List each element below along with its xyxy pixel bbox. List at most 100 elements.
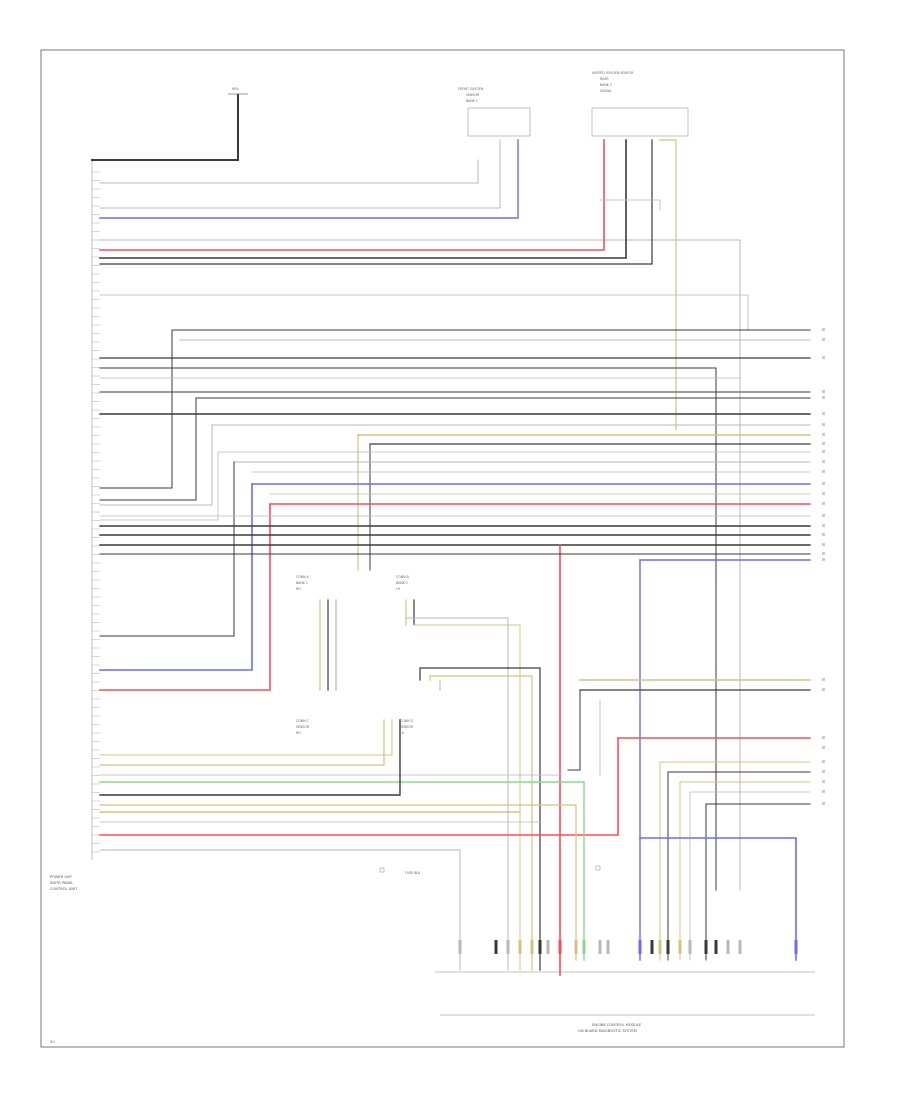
bottom-pin <box>714 940 718 954</box>
wire-yellow-top <box>659 139 677 431</box>
top-connector-a-line1: FRONT OXYGEN <box>458 87 484 91</box>
bottom-pin <box>688 940 692 954</box>
mid-connector-b-line3: LH <box>396 587 401 591</box>
right-terminal <box>822 558 825 561</box>
right-terminal <box>822 390 825 393</box>
bottom-pin <box>678 940 682 954</box>
bottom-pin <box>658 940 662 954</box>
bottom-pin <box>794 940 798 954</box>
wire-k690-down <box>567 689 581 771</box>
right-terminal <box>822 482 825 485</box>
wire-y805 <box>99 804 577 961</box>
right-terminal <box>822 450 825 453</box>
right-terminal <box>822 338 825 341</box>
bottom-pin <box>574 940 578 954</box>
mid-connector-b-line1: CONN B <box>396 575 409 579</box>
top-connector-a: FRONT OXYGEN SENSOR BANK 1 <box>458 87 531 137</box>
right-terminal <box>822 433 825 436</box>
mid-connector-a: CONN A BANK 1 RH <box>296 575 310 591</box>
wire-red690 <box>99 503 271 691</box>
wire-l636 <box>99 461 235 637</box>
left-module-pins <box>91 160 100 860</box>
bottom-pin <box>530 940 534 954</box>
fuse-block: FUSE BLK <box>379 865 601 875</box>
right-terminal <box>822 688 825 691</box>
wire-green782 <box>99 781 585 961</box>
right-terminal <box>822 460 825 463</box>
top-connector-b-line3: BANK 2 <box>600 83 612 87</box>
bottom-pin <box>638 940 642 954</box>
mid-connector-c-line2: SENSOR <box>296 725 310 729</box>
mid-connector-d: CONN D SENSOR LH <box>400 719 414 735</box>
right-terminal <box>822 396 825 399</box>
right-terminal <box>822 502 825 505</box>
right-terminal <box>822 328 825 331</box>
mid-connector-a-line2: BANK 1 <box>296 581 308 585</box>
bottom-pin <box>606 940 610 954</box>
mid-connector-a-line3: RH <box>296 587 301 591</box>
right-terminal <box>822 514 825 517</box>
ground-label: HEA <box>232 87 239 91</box>
right-terminal <box>822 356 825 359</box>
top-connector-b-line2: REAR <box>600 77 609 81</box>
right-terminal <box>822 552 825 555</box>
top-connector-a-line2: SENSOR <box>466 93 480 97</box>
bottom-pin <box>494 940 498 954</box>
mid-connector-c: CONN C SENSOR RH <box>296 719 310 735</box>
wire-k795 <box>99 719 401 796</box>
wire-b670 <box>99 483 253 671</box>
wire-blue-top <box>99 139 519 219</box>
right-terminal <box>822 746 825 749</box>
wire-l505 <box>99 424 213 506</box>
wire-gray-long <box>99 239 741 891</box>
right-terminal <box>822 470 825 473</box>
bottom-pin <box>518 940 522 954</box>
bottom-pin <box>738 940 742 954</box>
top-connector-b: HEATED OXYGEN SENSOR REAR BANK 2 SIGNAL <box>591 71 689 137</box>
left-module-caption-line3: CONTROL UNIT <box>50 887 78 891</box>
mid-connector-c-line3: RH <box>296 731 301 735</box>
right-terminal <box>822 802 825 805</box>
right-terminal <box>822 780 825 783</box>
fuse-block-label: FUSE BLK <box>405 871 421 875</box>
bottom-pin <box>666 940 670 954</box>
bottom-pin <box>506 940 510 954</box>
left-module-caption: POWER SUP INSTR PANEL CONTROL UNIT <box>50 875 78 891</box>
wire-top-a1 <box>99 159 479 184</box>
bottom-pin <box>546 940 550 954</box>
wire-gray-295 <box>99 294 749 331</box>
wire-mid-y520 <box>413 624 521 971</box>
wire-y755 <box>99 719 393 756</box>
diagram-frame <box>40 49 845 1048</box>
wire-black-top-2 <box>99 139 653 265</box>
bottom-module-caption-line1: ENGINE CONTROL MODULE <box>592 1023 642 1027</box>
bottom-pins <box>458 940 798 954</box>
right-terminal <box>822 492 825 495</box>
mid-connector-b-line2: BANK 2 <box>396 581 408 585</box>
right-terminal <box>822 533 825 536</box>
ground-symbol: HEA <box>228 87 248 160</box>
mid-connector-d-line2: SENSOR <box>400 725 414 729</box>
left-module-caption-line1: POWER SUP <box>50 875 72 879</box>
bottom-pin <box>538 940 542 954</box>
right-terminal <box>822 736 825 739</box>
bottom-pin <box>582 940 586 954</box>
top-connector-b-line1: HEATED OXYGEN SENSOR <box>592 71 634 75</box>
wire-black-top-1 <box>99 139 627 259</box>
wire-y765 <box>99 719 385 766</box>
top-connector-a-line3: BANK 1 <box>466 99 478 103</box>
wire-vert-716 <box>99 367 717 891</box>
wire-l500 <box>99 397 197 501</box>
wire-red-top <box>99 139 605 251</box>
bottom-pin <box>458 940 462 954</box>
wire-stub-top <box>599 199 661 211</box>
wire-l520 <box>99 451 219 521</box>
page-code: W1 <box>50 1040 55 1044</box>
right-terminal <box>822 678 825 681</box>
mid-connector-d-line3: LH <box>400 731 405 735</box>
right-terminal <box>822 423 825 426</box>
mid-connector-d-line1: CONN D <box>400 719 414 723</box>
mid-connector-c-line1: CONN C <box>296 719 310 723</box>
wire-red835 <box>99 737 619 836</box>
